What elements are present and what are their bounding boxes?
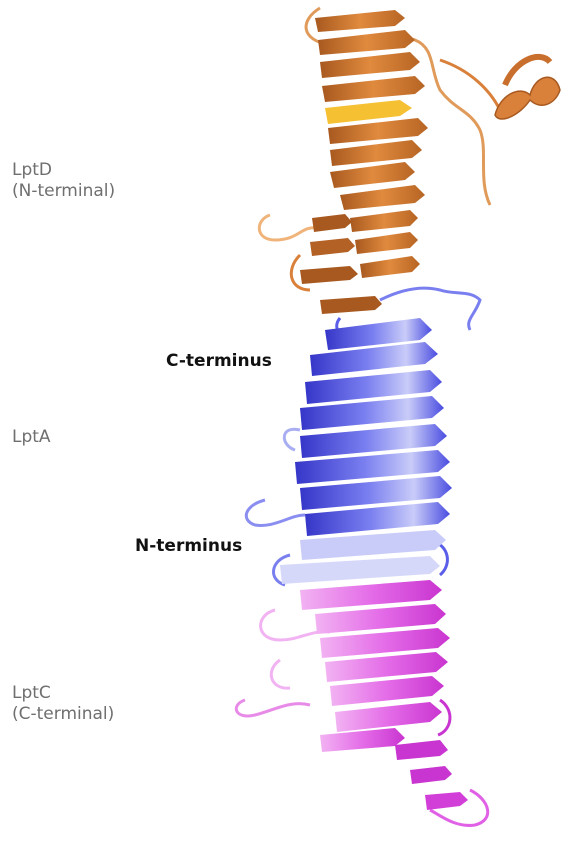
lptd-label-terminal: (N-terminal) [12,181,116,201]
lptd-label: LptD (N-terminal) [12,160,115,202]
lptc-label-name: LptC [12,683,51,703]
lptd-loop [257,213,321,242]
c-terminus-annotation: C-terminus [166,351,272,371]
lptc-label: LptC (C-terminal) [12,683,114,725]
lptc-loop [269,658,291,690]
lptc-strands [300,580,468,810]
lptd-loop [439,58,502,111]
lptc-loop [429,788,489,827]
lptc-label-terminal: (C-terminal) [12,704,115,724]
lptd-helix [502,54,553,87]
lpta-loop [244,498,306,527]
lptd-label-name: LptD [12,160,53,180]
lptd-strands [300,10,428,314]
lpta-loop [272,553,291,587]
lpta-strands [280,318,452,584]
lpta-domain [244,286,482,587]
lpta-label: LptA [12,427,51,448]
lptd-domain [257,6,561,314]
lpta-loop [379,286,482,331]
lpta-label-name: LptA [12,427,51,447]
lptd-loop [289,253,311,292]
lpta-loop [282,427,301,452]
lptc-loop [234,698,311,718]
lptc-loop [259,608,331,642]
n-terminus-annotation: N-terminus [135,536,243,556]
lptd-helix [494,76,561,120]
lptc-loop [437,698,452,737]
lptc-domain [234,580,489,827]
